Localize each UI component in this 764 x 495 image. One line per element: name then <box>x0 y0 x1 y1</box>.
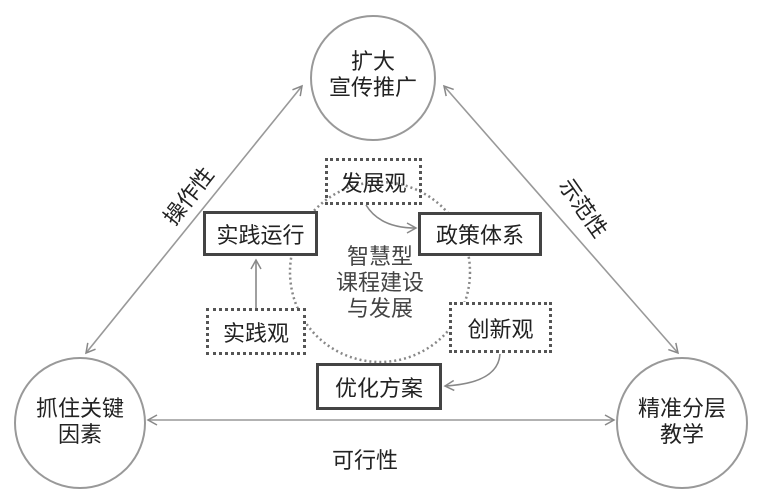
edge-left-line <box>85 84 303 355</box>
box-practice-operation: 实践运行 <box>203 211 318 256</box>
box-development-view: 发展观 <box>325 158 422 205</box>
center-line3: 与发展 <box>346 297 413 322</box>
box-innovation-view: 创新观 <box>449 302 552 353</box>
edge-bottom-label: 可行性 <box>331 449 398 474</box>
node-right-label: 精准分层 教学 <box>622 397 742 449</box>
circle-right <box>616 357 748 489</box>
box-optimization-plan: 优化方案 <box>316 363 442 410</box>
center-line1: 智慧型 <box>346 245 413 270</box>
center-line2: 课程建设 <box>335 271 424 296</box>
edge-right-line <box>442 84 680 355</box>
node-top-label: 扩大 宣传推广 <box>313 50 433 102</box>
circle-left <box>14 357 146 489</box>
box-policy-system: 政策体系 <box>418 212 542 256</box>
node-right-line1: 精准分层 <box>637 397 726 422</box>
arrow-innovation-to-optimization <box>443 353 501 392</box>
center-label: 智慧型 课程建设 与发展 <box>320 245 440 323</box>
arrow-development-to-policy <box>365 204 418 234</box>
node-left-line2: 因素 <box>57 423 102 448</box>
circle-top <box>310 15 436 141</box>
node-left-line1: 抓住关键 <box>35 397 124 422</box>
node-left-label: 抓住关键 因素 <box>20 397 140 449</box>
box-practice-view: 实践观 <box>206 308 306 355</box>
node-top-line2: 宣传推广 <box>328 76 417 101</box>
node-top-line1: 扩大 <box>350 50 395 75</box>
node-right-line2: 教学 <box>659 423 704 448</box>
center-dotted-circle <box>288 180 472 364</box>
